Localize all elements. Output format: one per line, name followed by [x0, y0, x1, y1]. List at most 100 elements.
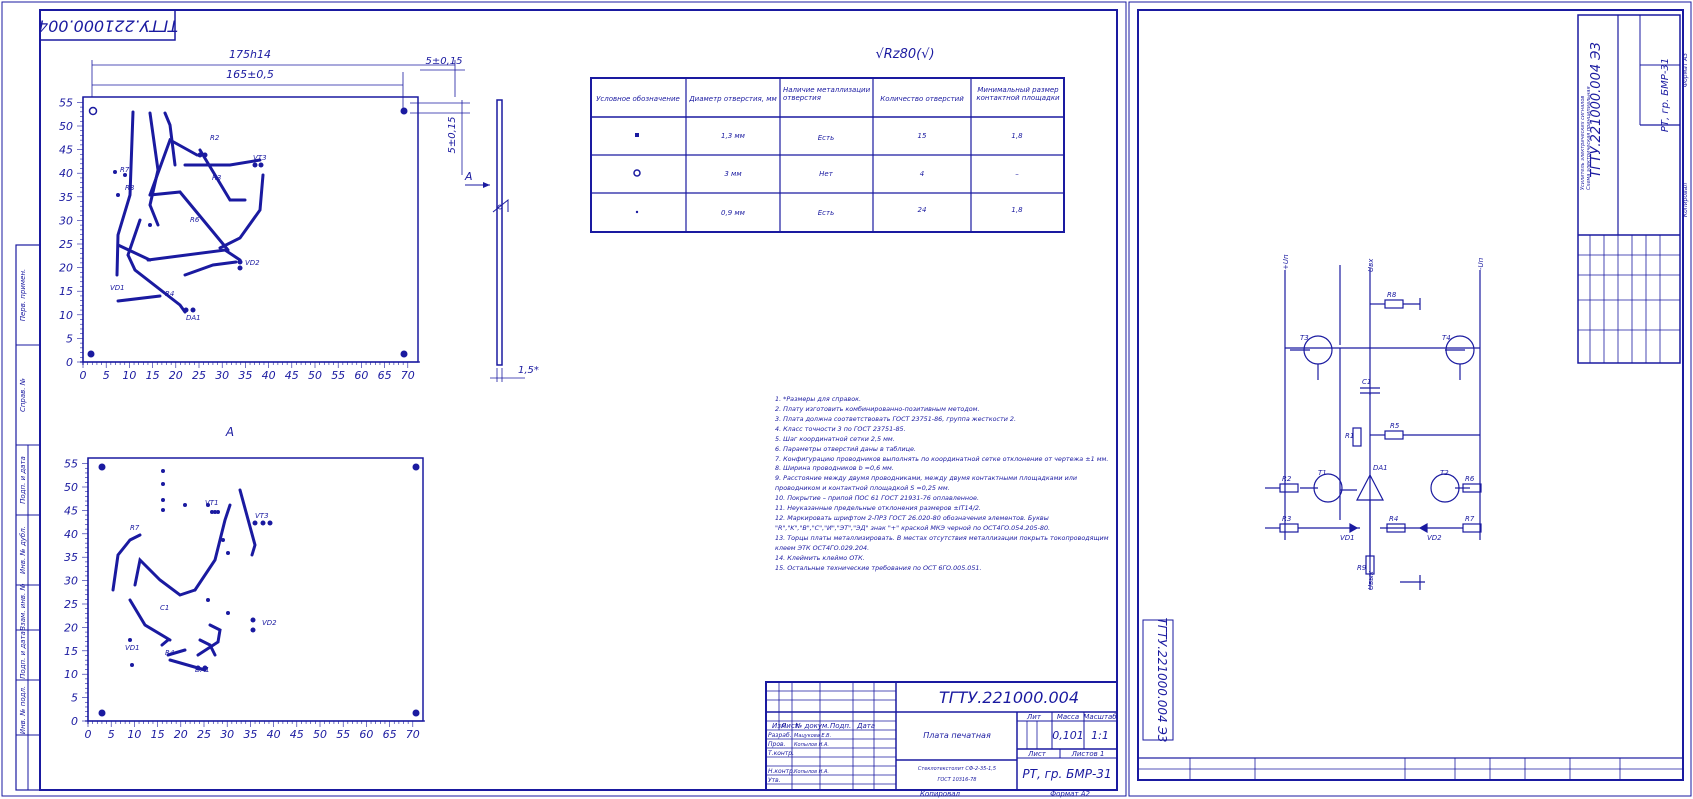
x-tick-label: 35: [238, 369, 252, 382]
label-t3: T3: [1300, 334, 1309, 342]
x-tick-label: 10: [122, 369, 136, 382]
title-person: Мацукова Е.В.: [794, 733, 831, 739]
title-org: РТ, гр. БМР-31: [1022, 767, 1111, 781]
y-tick-label: 45: [59, 144, 73, 157]
table-header: Количество отверстий: [880, 95, 964, 103]
x-tick-label: 70: [406, 728, 420, 741]
note-item: 8. Ширина проводников b =0,6 мм.: [775, 464, 894, 473]
table-cell: –: [1015, 170, 1019, 178]
label-vd1: VD1: [1340, 534, 1355, 542]
y-tick-label: 30: [59, 214, 73, 227]
svg-text:R7: R7: [120, 166, 130, 174]
label-r2: R2: [1282, 475, 1292, 483]
stamp-podp-data-1: Подп. и дата: [19, 456, 27, 504]
x-tick-label: 0: [85, 728, 92, 741]
x-tick-label: 50: [313, 728, 327, 741]
sheet2-bottom-stamps: [1137, 757, 1684, 781]
copied-label-1: Копировал: [920, 790, 961, 798]
table-header: Минимальный размер контактной площадки: [976, 86, 1060, 102]
stamp-inv-dubl: Инв. № дубл.: [19, 526, 27, 574]
note-item: 7. Конфигурацию проводников выполнять по…: [775, 454, 1109, 463]
note-item: 6. Параметры отверстий даны в таблице.: [775, 444, 916, 453]
sheet2-designation-rotated: ТГТУ.221000.004 ЭЗ: [1589, 42, 1604, 177]
stamp-perv-primen: Перв. примен.: [19, 269, 27, 322]
note-item: 3. Плата должна соответствовать ГОСТ 237…: [775, 414, 1017, 423]
x-tick-label: 45: [285, 369, 299, 382]
x-tick-label: 15: [151, 728, 165, 741]
label-vd2: VD2: [1427, 534, 1442, 542]
title-roles: Разраб.Мацукова Е.В.Пров.Копылов Н.А.Т.к…: [768, 732, 831, 784]
sheet2-org: РТ, гр. БМР-31: [1660, 58, 1671, 132]
title-sheets-label: Листов 1: [1071, 750, 1105, 758]
rotated-designation-box: [39, 9, 176, 41]
svg-text:R4: R4: [165, 649, 174, 657]
title-block-1: ТГТУ.221000.004 Плата печатная Стеклотек…: [765, 681, 1118, 798]
x-tick-label: 10: [127, 728, 141, 741]
svg-text:VD1: VD1: [125, 644, 140, 652]
table-header: Наличие металлизации отверстия: [783, 86, 871, 102]
title-role: Разраб.: [768, 732, 792, 739]
label-r8: R8: [1387, 291, 1397, 299]
label-da1: DA1: [1373, 464, 1388, 472]
title-person: Копылов Н.А.: [794, 769, 829, 775]
table-cell: Есть: [818, 209, 834, 217]
x-tick-label: 60: [359, 728, 373, 741]
x-tick-label: 55: [336, 728, 350, 741]
label-r7: R7: [1465, 515, 1475, 523]
table-cell: 1,3 мм: [721, 132, 746, 140]
x-tick-label: 65: [383, 728, 397, 741]
x-tick-label: 0: [80, 369, 87, 382]
y-tick-label: 40: [59, 167, 73, 180]
x-tick-label: 15: [146, 369, 160, 382]
sheet2-outer-border: [1128, 1, 1692, 797]
arrow-label-a: A: [464, 170, 473, 183]
label-r3: R3: [1282, 515, 1291, 523]
title-lit: Лит: [1026, 713, 1042, 721]
label-vplus: +Uп: [1282, 254, 1290, 270]
svg-text:R4: R4: [165, 290, 174, 298]
title-role: Пров.: [768, 741, 786, 748]
y-tick-label: 55: [59, 96, 73, 109]
x-tick-label: 30: [215, 369, 229, 382]
label-r6: R6: [1465, 475, 1475, 483]
x-tick-label: 25: [192, 369, 206, 382]
title-material-std: ГОСТ 10316-78: [938, 777, 977, 783]
sheet2-designation-bottom: ТГТУ.221000.004 Э3: [1155, 618, 1169, 743]
mounting-hole: [98, 709, 106, 717]
x-tick-label: 40: [262, 369, 276, 382]
y-tick-label: 0: [66, 356, 73, 369]
label-vminus: -Uп: [1477, 257, 1485, 270]
table-cell: 24: [918, 206, 927, 214]
note-item: 12. Маркировать шрифтом 2-ПР3 ГОСТ 26.02…: [775, 514, 1051, 532]
svg-text:R8: R8: [125, 184, 135, 192]
table-cell: 15: [918, 132, 927, 140]
svg-text:R3: R3: [212, 174, 221, 182]
left-side-stamps: Перв. примен. Справ. № Подп. и дата Инв.…: [15, 244, 41, 791]
label-r1: R1: [1345, 432, 1354, 440]
label-r4: R4: [1389, 515, 1398, 523]
y-tick-label: 35: [64, 551, 78, 564]
notes-list: 1. *Размеры для справок.2. Плату изготов…: [775, 395, 1115, 574]
dim-offset-v: 5±0,15: [447, 116, 458, 153]
y-tick-label: 10: [64, 668, 78, 681]
title-mass-label: Масса: [1057, 713, 1079, 721]
svg-text:VT1: VT1: [205, 499, 219, 507]
y-tick-label: 35: [59, 191, 73, 204]
pcb-traces-bottom: [111, 488, 257, 672]
sheet2-title-name: Усилитель электрических сигналов Схема э…: [1580, 86, 1592, 190]
note-item: 2. Плату изготовить комбинированно-позит…: [775, 404, 980, 413]
label-t1: T1: [1318, 469, 1327, 477]
x-tick-label: 30: [220, 728, 234, 741]
stamp-sprav: Справ. №: [19, 378, 27, 412]
y-tick-label: 55: [64, 458, 78, 471]
note-item: 15. Остальные технические требования по …: [775, 563, 982, 572]
svg-text:VD2: VD2: [262, 619, 277, 627]
pcb-side-view: A 1,5*: [464, 99, 539, 382]
tb-col-izm: Изм: [772, 722, 787, 730]
svg-text:DA1: DA1: [195, 666, 210, 674]
table-cell: Есть: [818, 134, 834, 142]
title-role: Утв.: [768, 777, 781, 784]
